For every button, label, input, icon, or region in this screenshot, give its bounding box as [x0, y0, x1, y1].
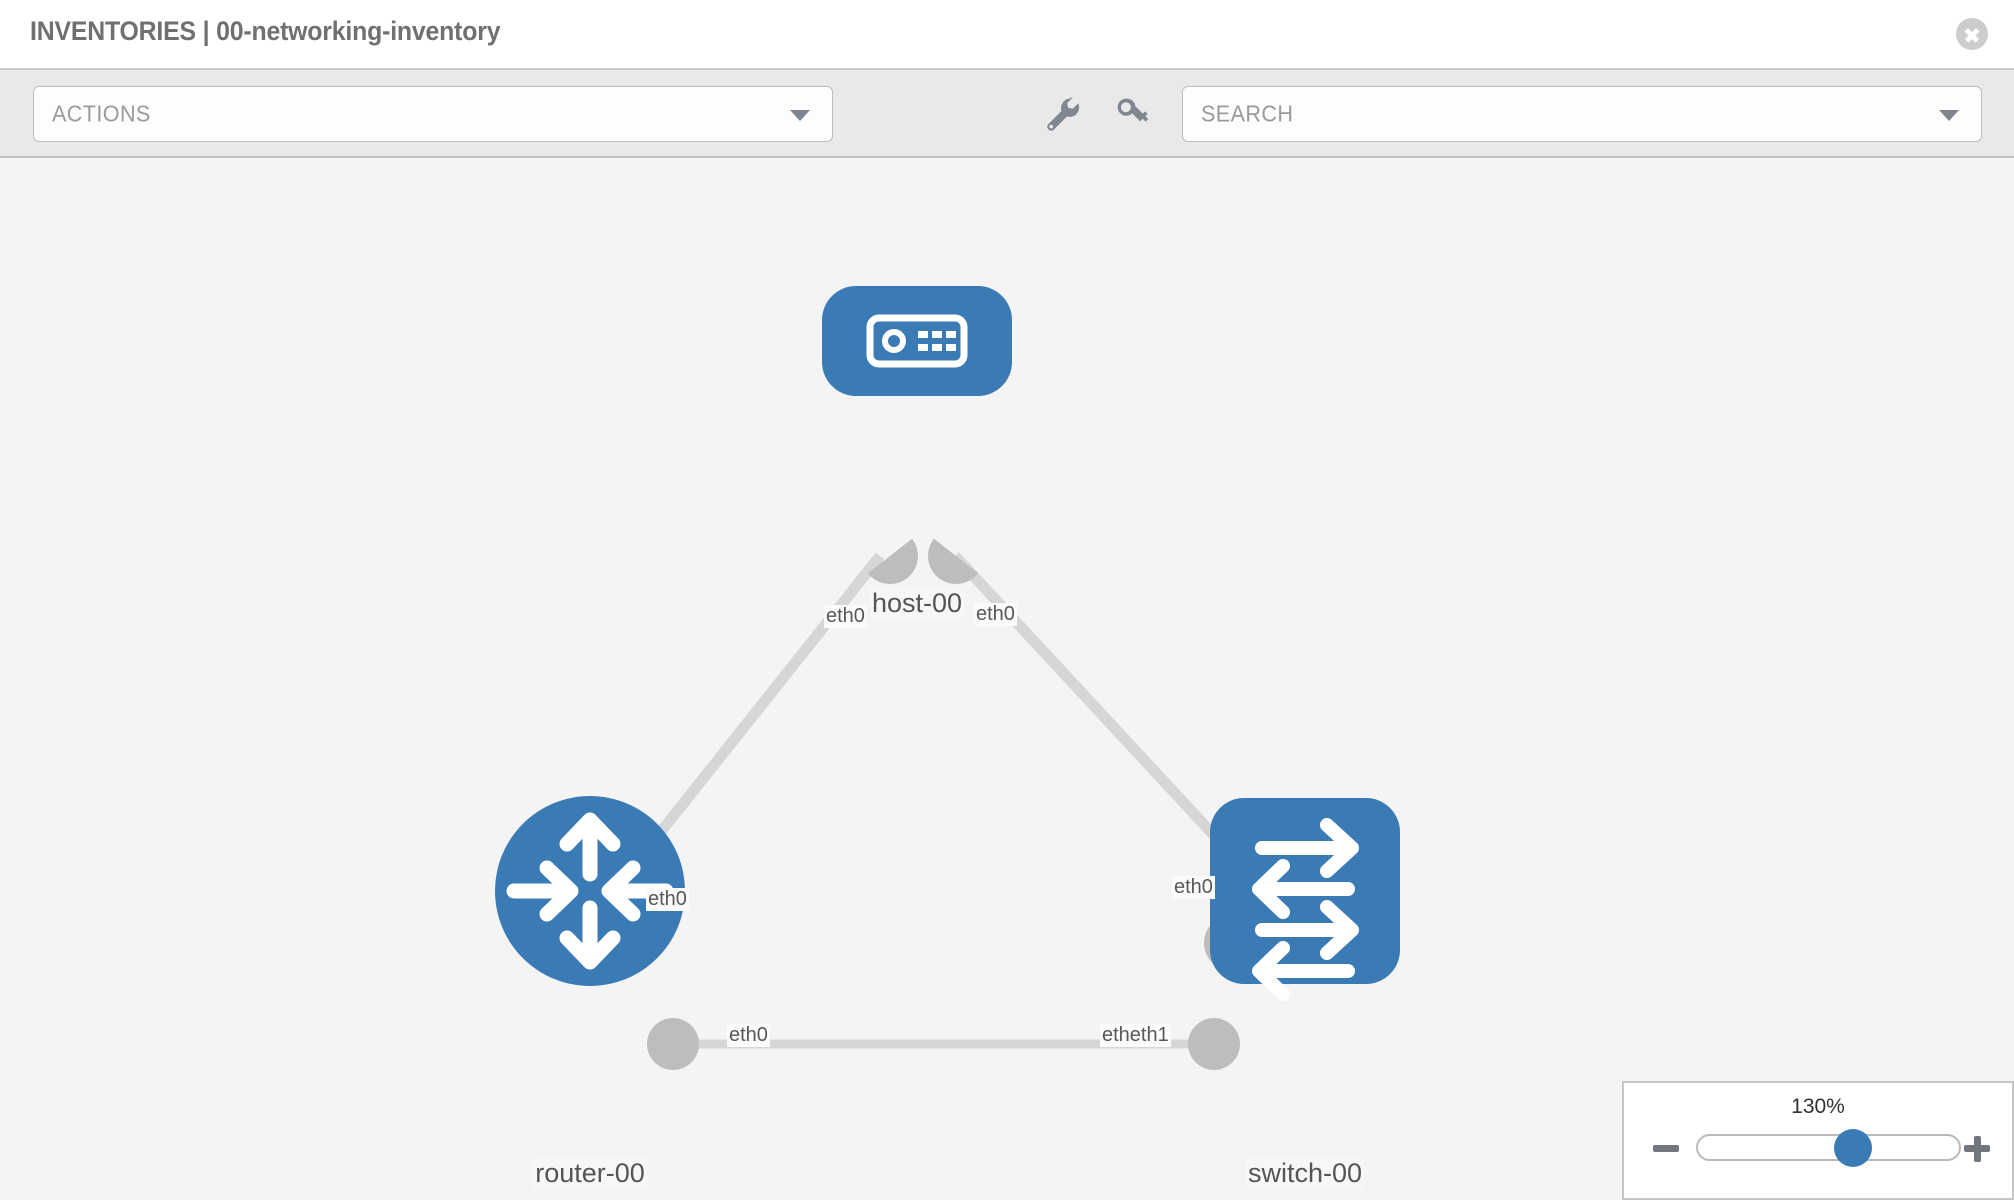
- zoom-slider-thumb[interactable]: [1834, 1129, 1873, 1167]
- node-label-router-00: router-00: [533, 1158, 647, 1189]
- zoom-in-button[interactable]: [1962, 1133, 1992, 1163]
- node-switch-00[interactable]: [1210, 798, 1400, 1001]
- zoom-control-panel: 130%: [1622, 1081, 2014, 1200]
- node-label-switch-00: switch-00: [1245, 1158, 1365, 1189]
- actions-dropdown-label: ACTIONS: [52, 100, 151, 127]
- page-header: INVENTORIES | 00-networking-inventory: [0, 0, 2014, 68]
- edge-host-switch: [950, 552, 1240, 862]
- node-host-00[interactable]: [822, 286, 1012, 396]
- search-placeholder: SEARCH: [1201, 100, 1294, 127]
- wrench-icon[interactable]: [1040, 92, 1084, 136]
- zoom-slider[interactable]: [1696, 1129, 1961, 1167]
- close-icon[interactable]: [1956, 18, 1988, 50]
- node-router-00[interactable]: [495, 796, 685, 986]
- search-input[interactable]: SEARCH: [1182, 86, 1982, 142]
- edge-label-eth: eth0: [1172, 876, 1215, 899]
- node-label-host-00: host-00: [869, 588, 965, 619]
- topology-graph: [495, 286, 1400, 1070]
- topology-canvas[interactable]: host-00 router-00 switch-00 eth0 eth0 et…: [0, 158, 2014, 1200]
- edge-label-eth: etheth1: [1100, 1024, 1171, 1047]
- edge-label-eth: eth0: [646, 888, 689, 911]
- edge-label-eth: eth0: [974, 603, 1017, 626]
- actions-dropdown[interactable]: ACTIONS: [33, 86, 833, 142]
- edge-label-eth: eth0: [727, 1024, 770, 1047]
- key-icon[interactable]: [1108, 92, 1152, 136]
- edge-host-router: [635, 552, 885, 862]
- edge-label-eth: eth0: [824, 605, 867, 628]
- zoom-percent-label: 130%: [1791, 1095, 1845, 1118]
- chevron-down-icon: [1939, 110, 1959, 121]
- page-title: INVENTORIES | 00-networking-inventory: [30, 16, 501, 46]
- toolbar: ACTIONS SEARCH: [0, 68, 2014, 158]
- chevron-down-icon: [790, 110, 810, 121]
- zoom-out-button[interactable]: [1651, 1133, 1681, 1163]
